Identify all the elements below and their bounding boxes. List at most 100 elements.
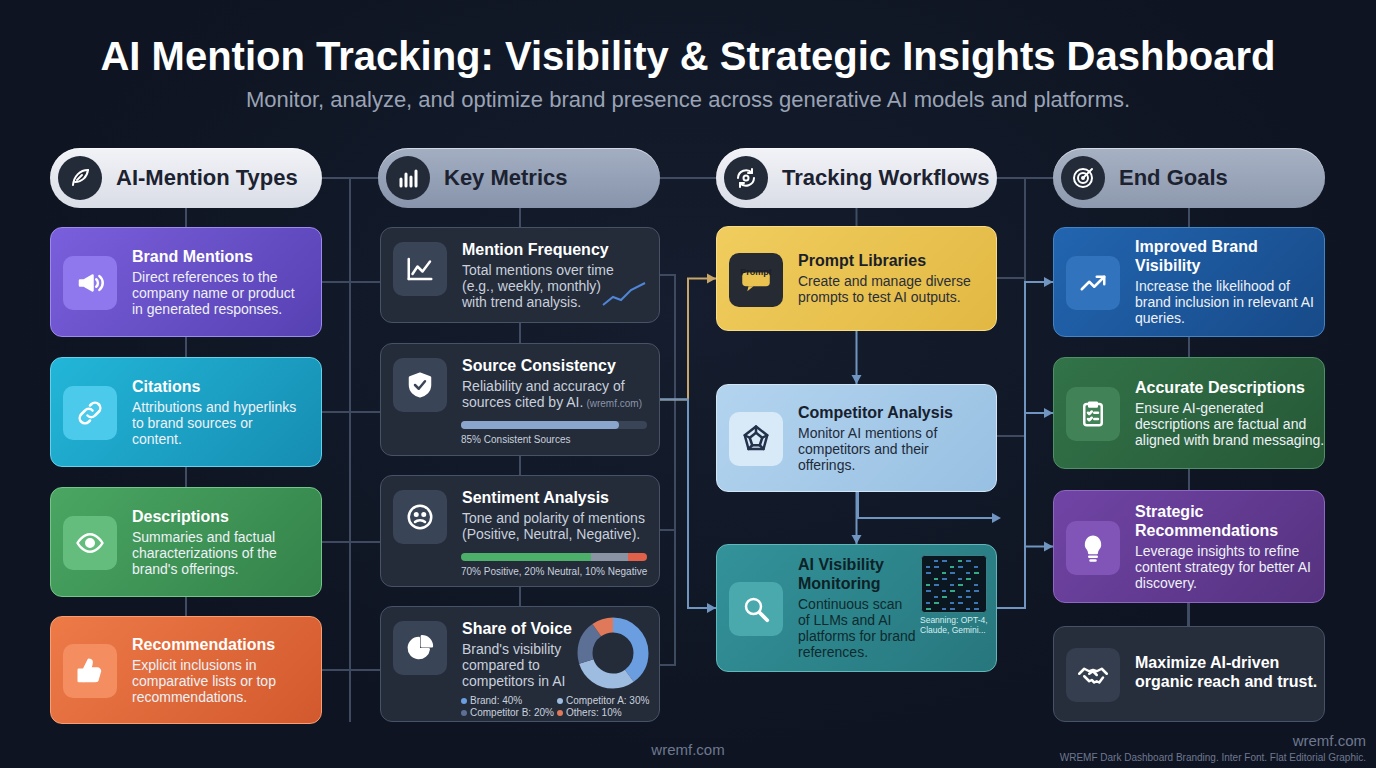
icon-stroke [1089, 557, 1097, 561]
card-title: Citations [132, 377, 304, 396]
icon-tile [63, 256, 117, 310]
screen-glyph [974, 566, 978, 568]
card-content: Brand MentionsDirect references to the c… [132, 228, 304, 335]
info-card: Accurate DescriptionsEnsure AI-generated… [1053, 357, 1325, 469]
screen-glyph [966, 572, 970, 574]
connector-line [1188, 208, 1190, 227]
arrow-head [1044, 408, 1053, 418]
icon-stroke [422, 636, 432, 646]
card-body: Summaries and factual characterizations … [132, 529, 277, 577]
card-title: Competitor Analysis [798, 403, 976, 422]
arrow-head [852, 375, 862, 384]
text-line: Direct references to the company name or… [132, 269, 304, 317]
screen-glyph [934, 578, 938, 580]
icon-glyph [405, 633, 435, 663]
arrow-head [707, 603, 716, 613]
icon-stroke [1086, 537, 1100, 553]
info-card: Strategic RecommendationsLeverage insigh… [1053, 490, 1325, 603]
icon-stroke [1089, 671, 1097, 675]
info-card: AI Visibility MonitoringContinuous scan … [716, 544, 997, 672]
diagram-title: AI Mention Tracking: Visibility & Strate… [0, 33, 1376, 79]
screen-glyph [934, 560, 938, 562]
screen-glyph [934, 584, 939, 586]
icon-tile [63, 386, 117, 440]
connector [186, 208, 187, 227]
screen-glyph [958, 596, 962, 598]
connector [1189, 603, 1190, 626]
card-content: Accurate DescriptionsEnsure AI-generated… [1135, 358, 1325, 467]
info-card: Mention FrequencyTotal mentions over tim… [380, 227, 660, 323]
connector-line [1188, 603, 1190, 626]
connector [322, 178, 378, 179]
connector-line [997, 282, 1053, 608]
card-title: Source Consistency [462, 356, 650, 375]
connector [520, 587, 521, 606]
bus-tick [997, 277, 1025, 279]
icon-tile [63, 516, 117, 570]
icon-stroke [410, 374, 430, 397]
icon-stroke [760, 613, 768, 621]
icon-glyph [75, 398, 105, 428]
icon-glyph [75, 528, 105, 558]
icon-tile [386, 156, 430, 200]
connector-line [519, 587, 521, 606]
screen-glyph [950, 584, 954, 586]
icon-stroke [747, 286, 753, 291]
connector-line [997, 177, 1053, 179]
info-card: Brand MentionsDirect references to the c… [50, 227, 322, 337]
screen-glyph [974, 590, 979, 592]
arrow-head [1044, 542, 1053, 552]
icon-glyph [1078, 268, 1108, 298]
column-header: AI-Mention Types [50, 148, 322, 208]
column-header: Key Metrics [378, 148, 660, 208]
icon-stroke [99, 276, 102, 290]
icon-stroke [415, 520, 425, 522]
icon-tile [1066, 521, 1120, 575]
icon-stroke [1088, 412, 1098, 421]
info-card: DescriptionsSummaries and factual charac… [50, 487, 322, 597]
watermark: WREMF Dark Dashboard Branding. Inter Fon… [860, 752, 1366, 764]
icon-tile [58, 156, 102, 200]
screen-glyph [926, 590, 931, 592]
connector [520, 208, 521, 227]
card-title: Recommendations [132, 635, 304, 654]
text-line: Ensure AI-generated descriptions are fac… [1135, 400, 1325, 448]
screen-glyph [926, 566, 930, 568]
screen-glyph [958, 566, 963, 568]
screen-glyph [926, 584, 930, 586]
screen-glyph [966, 578, 971, 580]
legend-swatch [461, 710, 467, 716]
bus-tick [322, 281, 380, 283]
icon-stroke [410, 177, 413, 186]
screen-glyph [966, 590, 970, 592]
info-card: RecommendationsExplicit inclusions in co… [50, 616, 322, 724]
info-card: Sentiment AnalysisTone and polarity of m… [380, 475, 660, 587]
connector [520, 456, 521, 475]
subtitle: Monitor, analyze, and optimize brand pre… [0, 87, 1376, 113]
card-title: Improved Brand Visibility [1135, 237, 1325, 275]
connector-line [185, 597, 187, 616]
icon-stroke [413, 262, 431, 275]
progress-fill [461, 421, 619, 429]
source-note: (wremf.com) [586, 398, 642, 409]
connector [520, 323, 521, 343]
icon-glyph [734, 166, 758, 190]
card-content: Prompt LibrariesCreate and manage divers… [798, 227, 976, 329]
connector [997, 408, 1053, 608]
icon-stroke [400, 179, 403, 186]
connector-line [185, 208, 187, 227]
icon-stroke [1082, 277, 1105, 290]
info-card: Share of VoiceBrand's visibility compare… [380, 606, 660, 722]
card-body: Explicit inclusions in comparative lists… [132, 657, 276, 705]
header-text: AI-Mention Types [116, 165, 298, 191]
screen-glyph [942, 578, 947, 580]
bus-tick [322, 541, 380, 543]
header-text: Tracking Workflows [782, 165, 989, 191]
connector [852, 331, 862, 384]
icon-part [409, 506, 432, 529]
sentiment-segment [461, 553, 591, 561]
icon-stroke [96, 279, 98, 287]
sentiment-segment [591, 553, 628, 561]
connector [1189, 337, 1190, 357]
card-body: Ensure AI-generated descriptions are fac… [1135, 400, 1324, 448]
